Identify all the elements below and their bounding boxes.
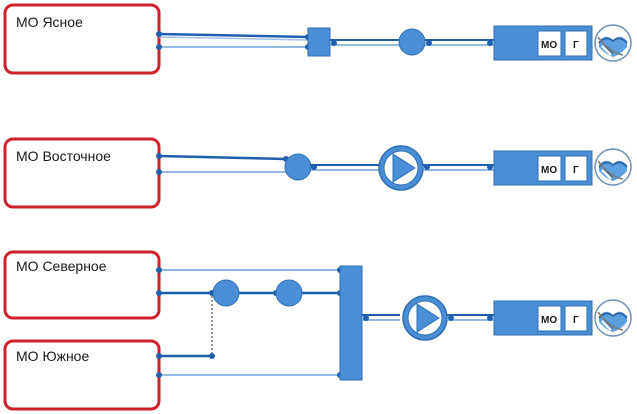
junction-dot (487, 315, 493, 321)
water-source-icon (594, 299, 632, 337)
row-vostochnoe: МО Восточное МО Г (3, 137, 632, 209)
junction-dot (156, 153, 162, 159)
junction-dot (156, 353, 162, 359)
station-mo-box (537, 155, 562, 182)
pipe-yasnoe-upper (158, 32, 309, 39)
station-g-box (564, 305, 588, 332)
junction-dot (426, 40, 432, 46)
junction-dot (487, 164, 493, 170)
consumer-label-vostochnoe: МО Восточное (16, 148, 111, 164)
junction-dot (331, 40, 337, 46)
junction-dot (156, 372, 162, 378)
collector-block[interactable] (307, 27, 331, 57)
water-source-icon (594, 24, 632, 62)
pipe-vostochnoe-upper (158, 154, 287, 161)
consumer-box-yasnoe[interactable] (3, 3, 161, 75)
junction-dot (156, 31, 162, 37)
junction-dot (363, 315, 369, 321)
junction-dot (311, 164, 317, 170)
row-yasnoe: МО Ясное МО Г (3, 3, 632, 75)
station-g-box (564, 155, 588, 182)
consumer-box-severnoe[interactable] (3, 250, 161, 320)
tank-circle[interactable] (212, 279, 240, 307)
station-mo-box (537, 30, 562, 57)
row-severnoe-yuzhnoe: МО Северное МО Южное (3, 250, 632, 411)
station-g-label: Г (573, 315, 579, 326)
junction-dot (487, 40, 493, 46)
tank-circle[interactable] (275, 279, 303, 307)
junction-dot (448, 315, 454, 321)
collector-block[interactable] (339, 265, 363, 381)
water-source-icon (594, 148, 632, 186)
junction-dot (156, 44, 162, 50)
pipe-yasnoe-upper-light (158, 36, 309, 41)
station-mo-label: МО (541, 165, 557, 176)
tank-circle[interactable] (284, 153, 312, 181)
station-g-box (564, 30, 588, 57)
junction-dot (156, 290, 162, 296)
tank-circle[interactable] (398, 28, 426, 56)
consumer-label-yuzhnoe: МО Южное (16, 348, 89, 364)
station-mo-box (537, 305, 562, 332)
junction-dot (209, 353, 215, 359)
station-mo-label: МО (541, 40, 557, 51)
station-g-label: Г (573, 40, 579, 51)
junction-dot (424, 164, 430, 170)
pump-icon[interactable] (378, 145, 424, 191)
station-g-label: Г (573, 165, 579, 176)
junction-dot (156, 267, 162, 273)
consumer-label-yasnoe: МО Ясное (16, 14, 83, 30)
consumer-label-severnoe: МО Северное (16, 258, 107, 274)
station-mo-label: МО (541, 315, 557, 326)
junction-dot (156, 169, 162, 175)
pump-icon[interactable] (402, 295, 448, 341)
